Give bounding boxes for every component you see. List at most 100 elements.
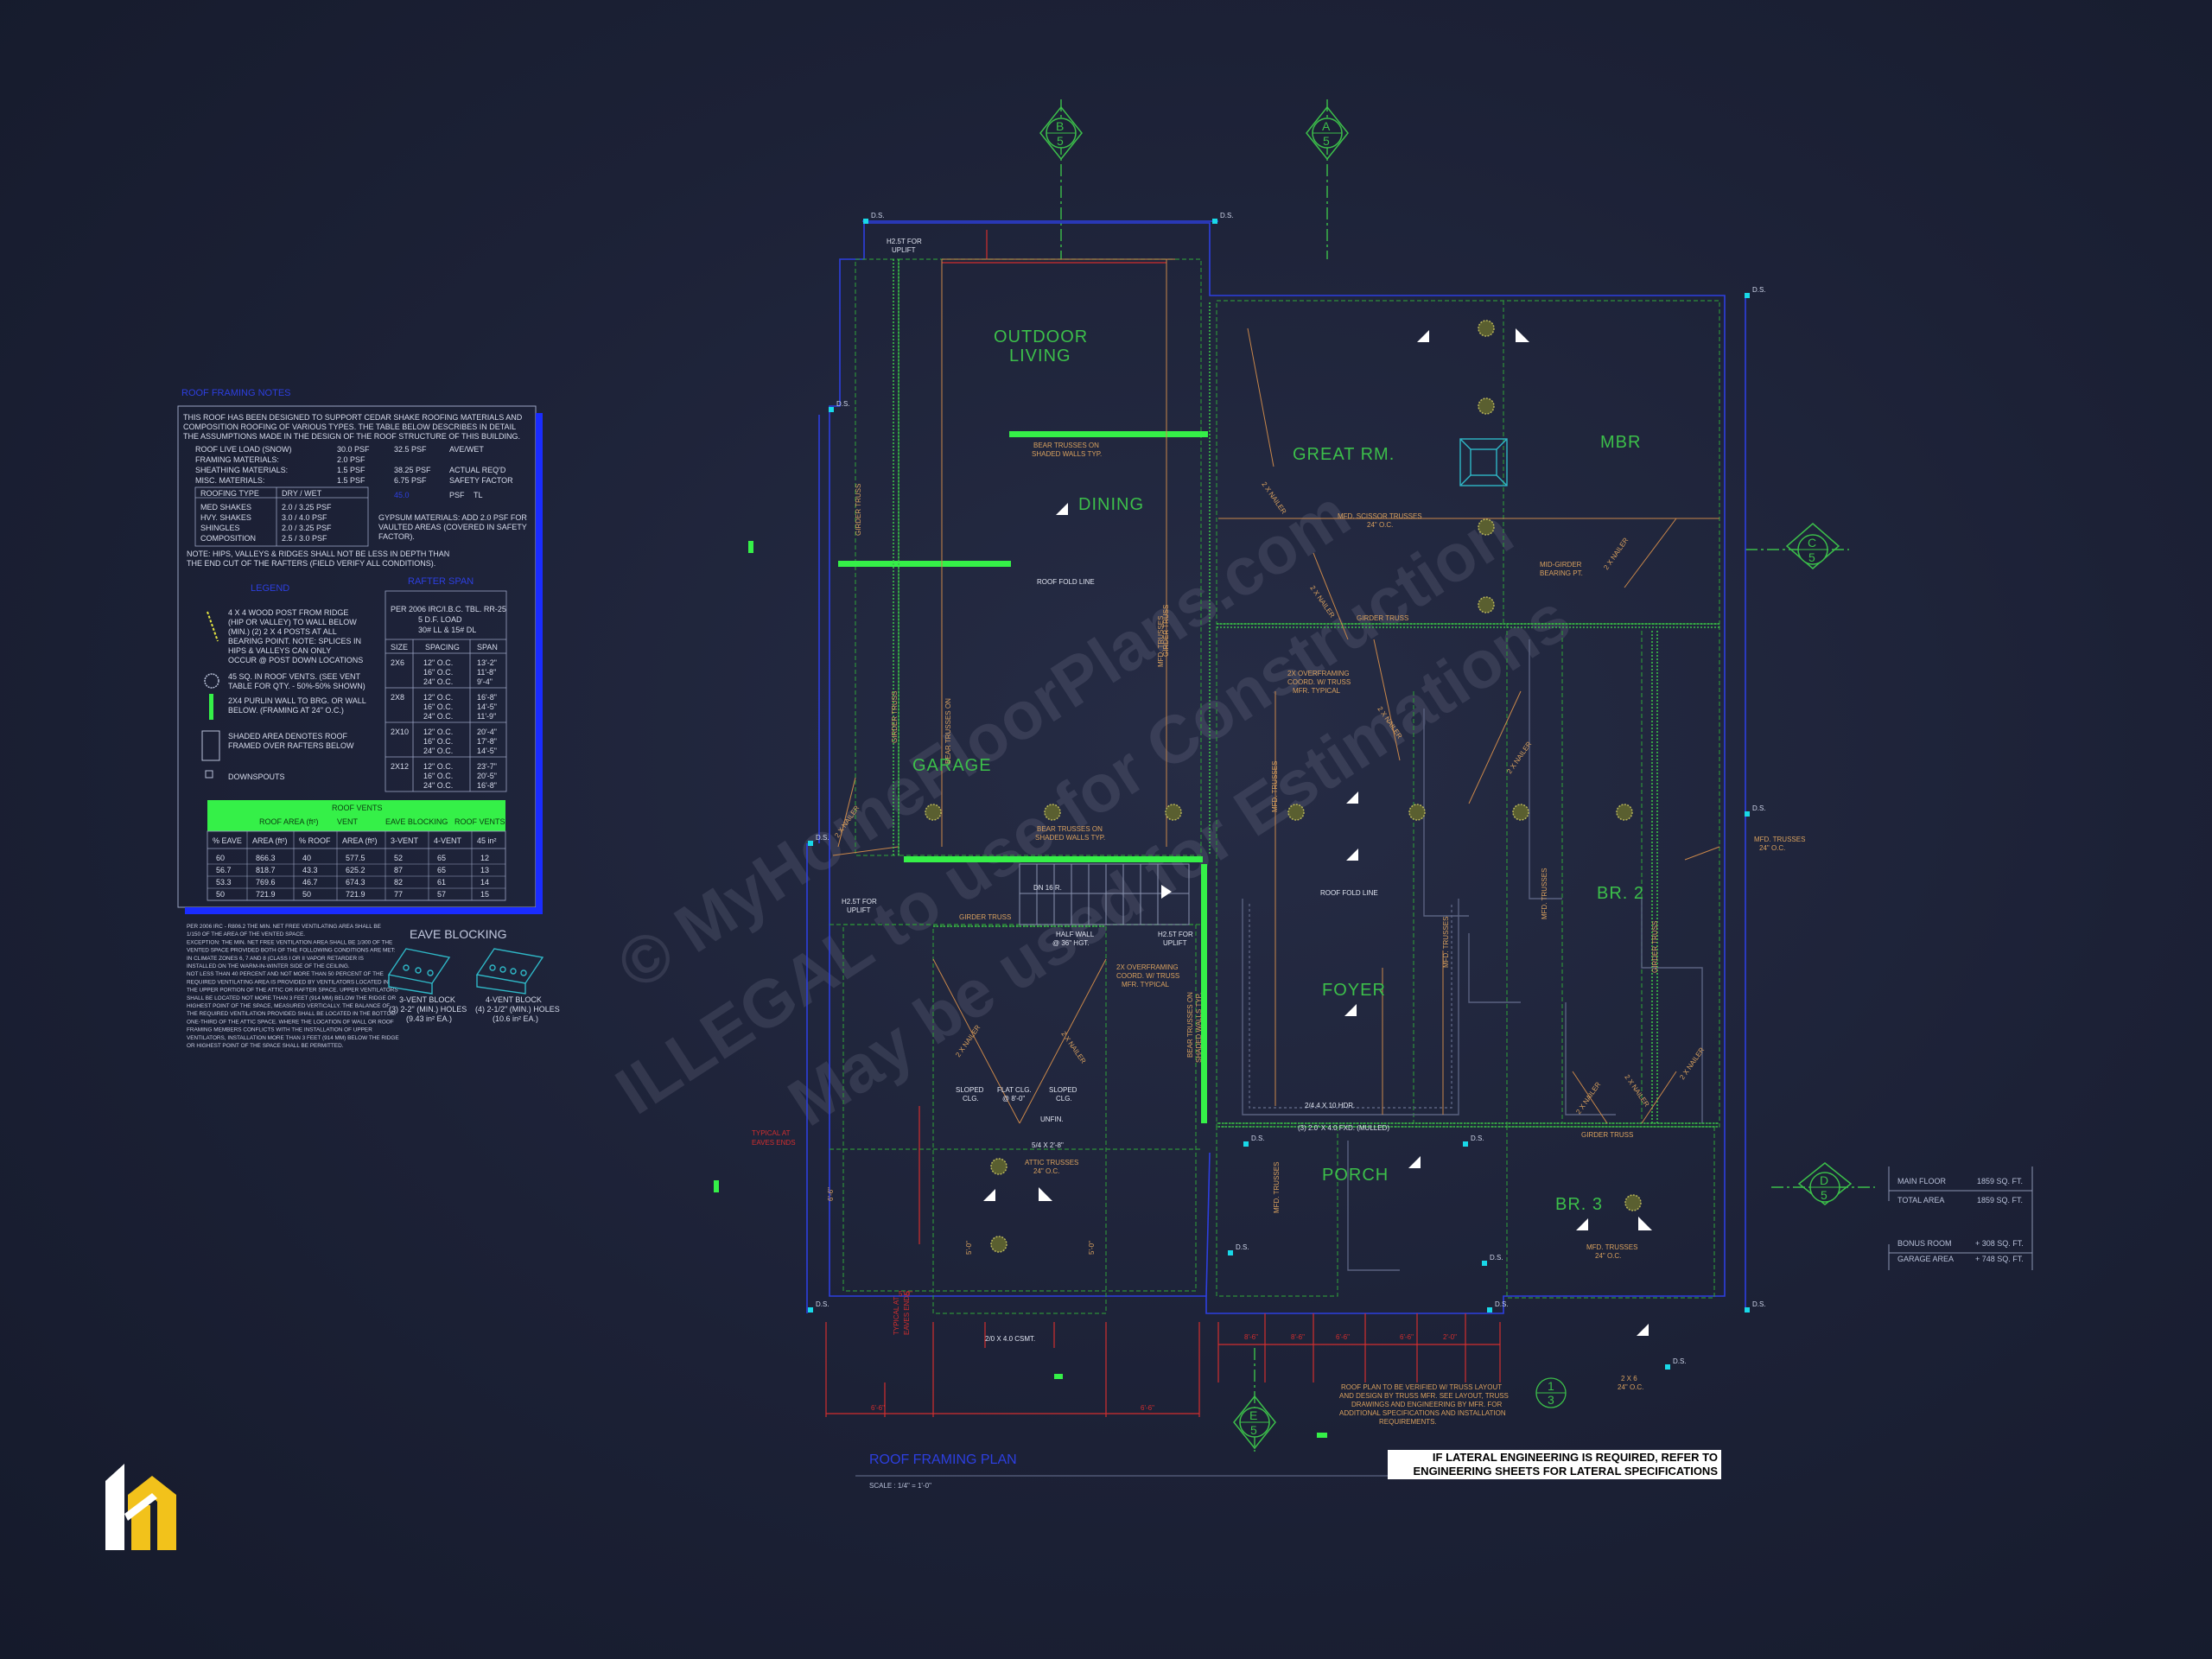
rafter-note: 30# LL & 15# DL [418,626,476,634]
girder-truss-note: GIRDER TRUSS [1162,605,1170,657]
bear-trusses-note: SHADED WALLS TYP. [1035,834,1105,842]
mfd-truss-note: MFD. TRUSSES [1273,1162,1281,1213]
bear-trusses-note: BEAR TRUSSES ON [1186,992,1194,1058]
downspouts: D.S.D.S.D.S.D.S.D.S.D.S.D.S.D.S.D.S.D.S.… [808,212,1766,1370]
stair-note: DN 16 R. [1033,884,1062,892]
load-v2: 32.5 PSF [394,445,427,454]
marker-num: 5 [1323,134,1330,148]
downspout-label: D.S. [1752,286,1766,294]
nailer-note: 2 X NAILER [1059,1030,1087,1065]
pitch-indicator-icon [1637,1324,1649,1336]
legend-text: HIPS & VALLEYS CAN ONLY [228,646,331,655]
rafter-span: 23'-7" [477,762,497,771]
load-label: SHEATHING MATERIALS: [195,466,288,474]
dim-label: 8'-6" [1244,1333,1258,1341]
downspout-icon [1482,1261,1487,1266]
vents-group: VENT [337,817,359,826]
girder-truss-note: GIRDER TRUSS [1581,1131,1633,1139]
vents-cell: 50 [216,890,225,899]
downspout-label: D.S. [1220,212,1234,219]
ventilation-line: VENTILATORS, INSTALLATION MORE THAN 3 FE… [187,1035,399,1041]
legend-text: DOWNSPOUTS [228,772,285,781]
downspout-icon [1463,1141,1468,1147]
pitch-indicator-icon [1346,849,1358,861]
hips-note: NOTE: HIPS, VALLEYS & RIDGES SHALL NOT B… [187,550,449,558]
rafter-span-title: RAFTER SPAN [408,576,474,587]
rafter-spacing: 16" O.C. [423,668,453,677]
roofing-type: MED SHAKES [200,503,251,512]
vents-cell: 577.5 [346,854,365,862]
header-note: 2/4.4 X 10 HDR. [1305,1102,1355,1109]
vents-col-header: AREA (ft²) [342,836,378,845]
marker-letter: B [1056,119,1064,133]
rafter-spacing: 16" O.C. [423,702,453,711]
pitch-indicator-icon [1516,328,1529,342]
pitch-indicator-icon [1576,1218,1588,1230]
room-labels: OUTDOOR LIVING DINING GREAT RM. MBR GARA… [912,327,1643,1214]
rafter-header: SIZE [391,643,408,652]
room-great-rm: GREAT RM. [1293,445,1395,464]
ventilation-line: IN CLIMATE ZONES 6, 7 AND 8 (CLASS I OR … [187,956,364,962]
rafter-header: SPAN [477,643,498,652]
vents-cell: 12 [480,854,489,862]
mfd-truss-note: MFD. TRUSSES [1271,761,1279,812]
roof-vent-icon [1478,596,1495,613]
downspout-icon [1487,1307,1492,1313]
roof-vent-icon [1478,518,1495,536]
downspout-label: D.S. [836,400,850,408]
walls-below [830,258,1720,1314]
lateral-engineering-note: IF LATERAL ENGINEERING IS REQUIRED, REFE… [1388,1450,1721,1479]
roof-notes-panel: ROOF FRAMING NOTES THIS ROOF HAS BEEN DE… [177,388,560,1049]
roof-vent-icon [990,1158,1007,1175]
dim-label: 6'-6" [1141,1404,1154,1412]
eave-3-label: (3) 2-2" (MIN.) HOLES [389,1005,467,1014]
room-foyer: FOYER [1322,981,1386,1000]
marker-letter: E [1249,1408,1257,1422]
rafter-span-table: PER 2006 IRC/I.B.C. TBL. RR-25 5 D.F. LO… [385,590,507,792]
vents-cell: 866.3 [256,854,276,862]
rafter-spacing: 12" O.C. [423,762,453,771]
brand-logo-icon [105,1464,176,1550]
area-summary: MAIN FLOOR 1859 SQ. FT. TOTAL AREA 1859 … [1888,1166,2033,1270]
overframing-note: MFR. TYPICAL [1122,981,1170,988]
legend-text: 4 X 4 WOOD POST FROM RIDGE [228,608,348,617]
mfd-trusses-note: MFD. TRUSSES [1754,836,1805,843]
rafter-span: 13'-2" [477,658,497,667]
vents-cell: 625.2 [346,866,365,874]
scissor-truss-note: MFD. SCISSOR TRUSSES [1338,512,1422,520]
rafter-spacing: 12" O.C. [423,658,453,667]
vent-symbol [204,673,219,689]
ventilation-notes: PER 2006 IRC - R806.2 THE MIN. NET FREE … [187,924,399,1049]
roofing-header: ROOFING TYPE [200,489,259,498]
vents-cell: 674.3 [346,878,365,887]
two-x-six-note: 2 X 6 [1621,1375,1637,1382]
notes-intro-3: THE ASSUMPTIONS MADE IN THE DESIGN OF TH… [183,432,520,441]
hip-lines [837,327,1677,1124]
typical-eaves-note: EAVES ENDS [903,1291,911,1335]
roofing-type: SHINGLES [200,524,240,532]
bear-trusses-note: BEAR TRUSSES ON [1037,825,1103,833]
rafter-span: 16'-8" [477,693,497,702]
legend-text: (MIN.) (2) 2 X 4 POSTS AT ALL [228,627,337,636]
roof-vent-icon [1624,1194,1642,1211]
downspout-label: D.S. [1752,1300,1766,1308]
gable-truss-note: GIRDER TRUSS [855,484,862,536]
gable-truss-note: GIRDER TRUSS [891,691,899,743]
total-psf-value: 45.0 [394,491,410,499]
nailer-note: 2 X NAILER [1602,536,1630,571]
eave-4-label: 4-VENT BLOCK [486,995,542,1004]
vents-col-header: % ROOF [299,836,331,845]
dim-label: 5'-0" [899,1290,912,1298]
uplift-note: UPLIFT [892,246,916,254]
vents-cell: 50 [302,890,311,899]
shaded-area-symbol [201,730,220,761]
sloped-clg-note: CLG. [963,1095,979,1103]
marker-letter: C [1808,536,1816,550]
dim-label: 2'-0" [1443,1333,1457,1341]
vents-cell: 769.6 [256,878,276,887]
downspout-icon [808,841,813,846]
downspout-icon [1745,811,1750,817]
roof-vent-icon [1287,804,1305,821]
vents-cell: 52 [394,854,403,862]
